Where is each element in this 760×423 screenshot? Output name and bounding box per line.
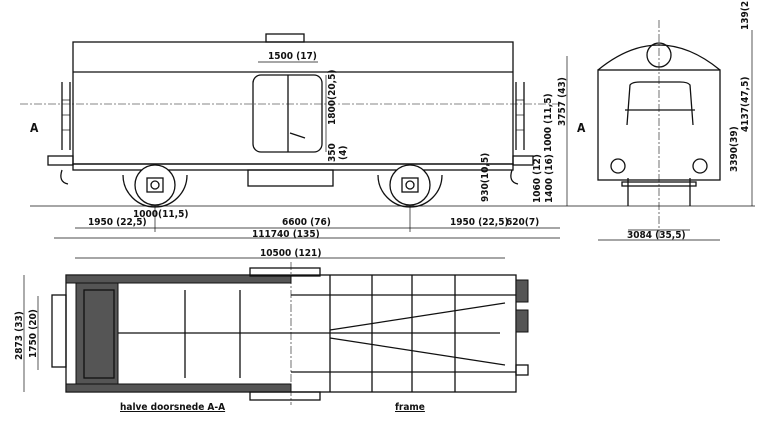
right-buffer-top <box>515 279 529 303</box>
dim-outer-width: 2873 (33) <box>14 311 25 360</box>
dim-total-height: 4137(47,5) <box>740 77 751 132</box>
end-buffer-right <box>692 158 708 174</box>
drawing-line <box>329 337 506 366</box>
dim-length-over-buffers: 111740 (135) <box>252 229 320 240</box>
dim-body-length: 10500 (121) <box>260 248 321 259</box>
drawing-line <box>289 132 306 139</box>
left-wheelset-icon <box>122 164 188 208</box>
section-marker-left: A <box>30 121 39 135</box>
side-dimensions: 1500 (17) 1800(20,5) 350 (4) 1950 (22,5)… <box>30 51 586 259</box>
drawing-line <box>146 177 164 193</box>
dim-eaves-height: 3390(39) <box>729 126 740 172</box>
plan-view: 2873 (33) 1750 (20) halve doorsnede A-A … <box>14 262 529 413</box>
dim-door-height: 1800(20,5) <box>327 70 338 125</box>
brake-box <box>247 169 334 187</box>
section-end-wall <box>75 282 119 385</box>
dim-buffer-length: 620(7) <box>506 217 539 228</box>
underframe <box>72 163 514 171</box>
end-door <box>626 81 694 126</box>
dim-buffer-spacing: 1750 (20) <box>28 309 39 358</box>
dim-door-sill: 350 <box>327 143 338 162</box>
end-view: 3084 (35,5) 139(2) 4137(47,5) 3390(39) <box>597 0 753 241</box>
dim-section-height: 1000 (11,5) <box>543 93 554 152</box>
dim-door-sill-inch: (4) <box>338 146 349 160</box>
right-buffer-bottom <box>515 364 529 376</box>
drawing-line <box>249 391 321 401</box>
dim-floor-height: 1400 (16) <box>544 154 555 203</box>
left-ladder-icon <box>61 82 71 150</box>
label-frame: frame <box>395 402 425 413</box>
drawing-line <box>134 164 176 206</box>
roof-vent <box>265 33 305 43</box>
drawing-line <box>401 177 419 193</box>
dim-door-width: 1500 (17) <box>268 51 317 62</box>
drawing-line <box>150 180 160 190</box>
section-marker-right: A <box>577 121 586 135</box>
left-end-ladder <box>51 294 67 368</box>
dim-side-height: 3757 (43) <box>557 77 568 126</box>
drawing-line <box>405 180 415 190</box>
right-ladder-icon <box>515 82 525 150</box>
dim-wheelbase: 6600 (76) <box>282 217 331 228</box>
right-wheelset-icon <box>377 164 443 208</box>
left-buffer <box>47 155 74 166</box>
drawing-line <box>389 164 431 206</box>
dim-overhang-left: 1950 (22,5) <box>88 217 147 228</box>
section-wall-bottom <box>65 383 292 393</box>
drawing-line <box>83 289 115 379</box>
drawing-line <box>329 302 506 331</box>
drawing-line <box>621 181 697 187</box>
right-brake-wheel <box>515 309 529 333</box>
label-half-section: halve doorsnede A-A <box>120 402 225 413</box>
dim-end-width: 3084 (35,5) <box>627 230 686 241</box>
dim-overhang-right: 1950 (22,5) <box>450 217 509 228</box>
right-coupling-hook <box>510 169 519 185</box>
dim-buffer-height: 1060 (12) <box>532 154 543 203</box>
left-coupling-hook <box>60 169 69 185</box>
right-buffer <box>512 155 534 166</box>
side-view <box>20 33 566 208</box>
dim-wheel-diameter: 1000(11,5) <box>133 209 188 220</box>
end-buffer-left <box>610 158 626 174</box>
drawing-line <box>249 267 321 277</box>
dim-vent-height: 139(2) <box>740 0 751 30</box>
dim-axle-height: 930(10,5) <box>480 153 491 202</box>
